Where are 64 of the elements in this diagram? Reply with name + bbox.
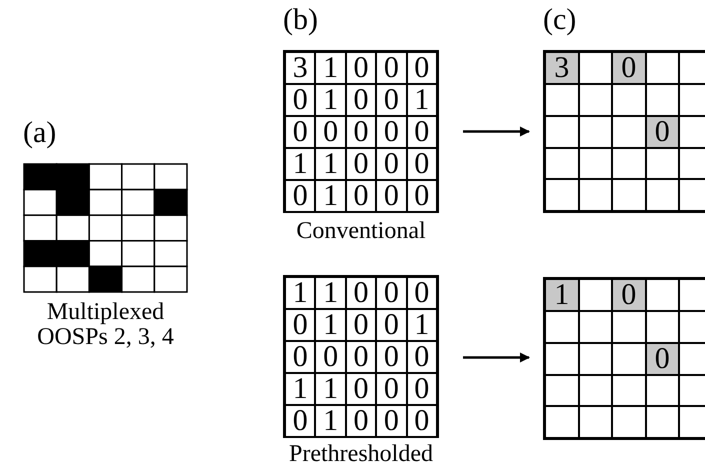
matrix-value: 0 [406, 180, 437, 212]
highlighted-value: 0 [612, 279, 646, 311]
panel-label: (a) [23, 118, 56, 148]
panel-label: (c) [543, 5, 576, 35]
matrix-value: 1 [406, 84, 437, 116]
matrix-value: 1 [315, 52, 346, 84]
matrix-value: 0 [346, 84, 376, 116]
matrix-value: 0 [285, 309, 316, 341]
matrix-value: 0 [406, 277, 437, 309]
matrix-value: 0 [346, 116, 376, 148]
node-label: Multiplexed OOSPs 2, 3, 4 [36, 300, 175, 350]
matrix-value: 0 [376, 277, 407, 309]
matrix-value: 0 [376, 52, 407, 84]
panel-label: (b) [283, 5, 318, 35]
matrix-value: 0 [406, 116, 437, 148]
matrix-value: 0 [376, 180, 407, 212]
matrix-value: 0 [285, 405, 316, 437]
highlighted-value: 1 [545, 279, 578, 311]
matrix-value: 1 [315, 405, 346, 437]
matrix-value: 0 [376, 84, 407, 116]
matrix-value: 1 [315, 148, 346, 180]
matrix-value: 0 [346, 309, 376, 341]
highlighted-value: 3 [545, 52, 578, 84]
matrix-value: 0 [315, 341, 346, 373]
matrix-value: 0 [406, 341, 437, 373]
matrix-value: 0 [406, 373, 437, 405]
matrix-value: 1 [315, 277, 346, 309]
matrix-value: 0 [346, 373, 376, 405]
matrix-value: 0 [346, 405, 376, 437]
matrix-value: 0 [376, 309, 407, 341]
matrix-value: 0 [406, 148, 437, 180]
matrix-value: 1 [315, 309, 346, 341]
matrix-value: 0 [376, 148, 407, 180]
highlighted-value: 0 [612, 52, 646, 84]
matrix-value: 0 [376, 116, 407, 148]
matrix-value: 0 [346, 180, 376, 212]
node-label: Conventional [295, 219, 427, 244]
matrix-value: 0 [376, 405, 407, 437]
matrix-value: 1 [315, 180, 346, 212]
matrix-value: 0 [346, 52, 376, 84]
highlighted-value: 0 [646, 116, 679, 148]
matrix-value: 0 [285, 341, 316, 373]
highlighted-value: 0 [646, 342, 679, 375]
node-label: Prethresholded [288, 442, 434, 467]
arrow [463, 352, 530, 362]
matrix-value: 0 [346, 277, 376, 309]
matrix-value: 1 [315, 373, 346, 405]
matrix-value: 0 [285, 180, 316, 212]
matrix-value: 1 [285, 277, 316, 309]
matrix-value: 1 [315, 84, 346, 116]
matrix-value: 0 [406, 52, 437, 84]
matrix-value: 0 [406, 405, 437, 437]
matrix-value: 0 [315, 116, 346, 148]
matrix-value: 3 [285, 52, 316, 84]
matrix-value: 1 [285, 373, 316, 405]
matrix-value: 1 [285, 148, 316, 180]
matrix-value: 1 [406, 309, 437, 341]
matrix-value: 0 [376, 373, 407, 405]
matrix-value: 0 [285, 116, 316, 148]
matrix-value: 0 [346, 341, 376, 373]
arrow [463, 126, 530, 136]
matrix-value: 0 [376, 341, 407, 373]
matrix-value: 0 [285, 84, 316, 116]
matrix-value: 0 [346, 148, 376, 180]
